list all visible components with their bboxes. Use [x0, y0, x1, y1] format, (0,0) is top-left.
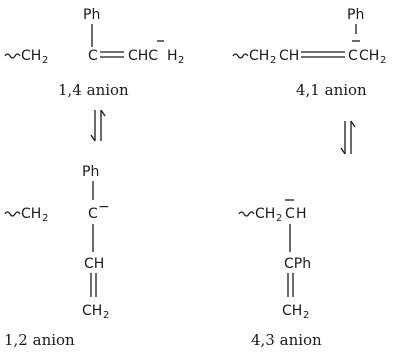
- polymer-chain-wavy-bond: [232, 53, 249, 59]
- terminal-subscript: 2: [303, 310, 309, 321]
- chc-group: CHC: [128, 48, 158, 64]
- terminal-subscript: 2: [380, 55, 386, 66]
- structure-4-3-anion: CH 2 C H CPh CH 2 4,3 anion: [238, 199, 322, 349]
- ch2-group: CH: [21, 48, 41, 64]
- carbanion-carbon: C: [348, 48, 358, 64]
- ch2-group: CH: [249, 48, 269, 64]
- polymer-chain-wavy-bond: [4, 211, 21, 217]
- negative-charge: −: [98, 199, 110, 215]
- terminal-ch2: CH: [359, 48, 379, 64]
- ch2-subscript: 2: [276, 213, 282, 224]
- phenyl-label: Ph: [82, 164, 99, 180]
- ch2-subscript: 2: [42, 55, 48, 66]
- terminal-h: H: [167, 48, 178, 64]
- ch2-group: CH: [255, 206, 275, 222]
- ch2-subscript: 2: [270, 55, 276, 66]
- alkene-carbon: C: [88, 48, 98, 64]
- terminal-ch2: CH: [282, 303, 302, 319]
- terminal-subscript: 2: [103, 310, 109, 321]
- ch2-group: CH: [21, 206, 41, 222]
- ch2-subscript: 2: [42, 213, 48, 224]
- carbanion-carbon: C: [88, 206, 98, 222]
- caption-1-4-anion: 1,4 anion: [58, 81, 129, 99]
- carbanion-carbon: C: [285, 206, 295, 222]
- carbanion-h: H: [296, 206, 307, 222]
- polymer-chain-wavy-bond: [238, 211, 255, 217]
- equilibrium-arrows-right: [340, 120, 356, 155]
- structure-1-2-anion: Ph CH 2 C − CH CH 2 1,2 anion: [4, 164, 110, 349]
- equilibrium-arrows-left: [90, 109, 106, 142]
- polymer-chain-wavy-bond: [4, 53, 21, 59]
- phenyl-label: Ph: [83, 7, 100, 23]
- cph-group: CPh: [284, 256, 311, 272]
- ch-group: CH: [279, 48, 299, 64]
- caption-1-2-anion: 1,2 anion: [4, 331, 75, 349]
- structure-1-4-anion: Ph CH 2 C CHC H 2 1,4 anion: [4, 7, 184, 99]
- terminal-subscript: 2: [178, 55, 184, 66]
- caption-4-3-anion: 4,3 anion: [251, 331, 322, 349]
- structure-4-1-anion: Ph CH 2 CH C CH 2 4,1 anion: [232, 7, 386, 99]
- ch-group: CH: [84, 256, 104, 272]
- phenyl-label: Ph: [347, 7, 364, 23]
- terminal-ch2: CH: [82, 303, 102, 319]
- caption-4-1-anion: 4,1 anion: [296, 81, 367, 99]
